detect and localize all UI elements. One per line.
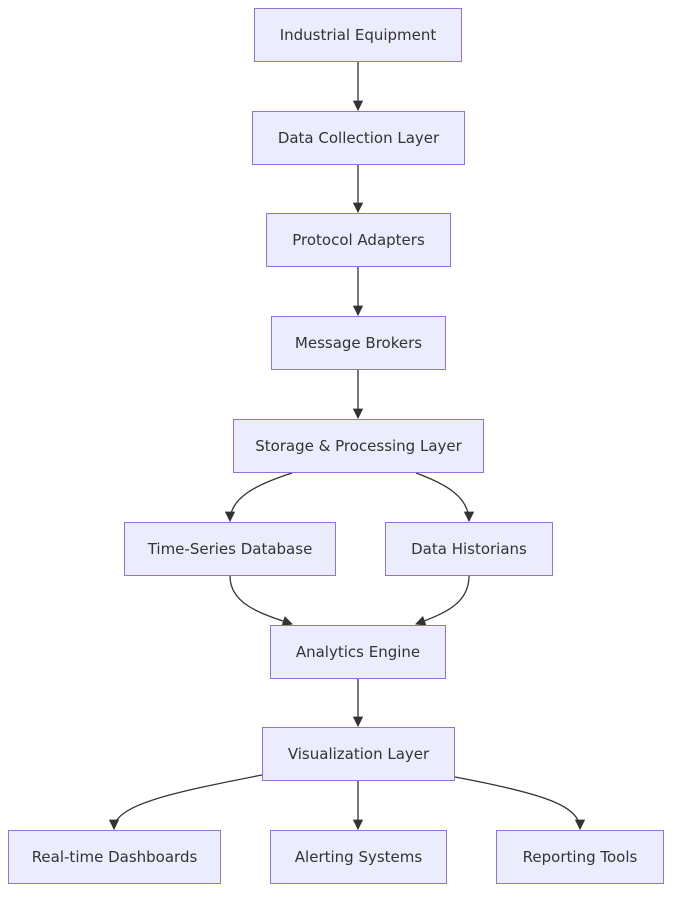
node-label: Storage & Processing Layer (255, 437, 462, 455)
node-time-series-database: Time-Series Database (124, 522, 336, 576)
node-storage-processing-layer: Storage & Processing Layer (233, 419, 484, 473)
node-industrial-equipment: Industrial Equipment (254, 8, 462, 62)
node-label: Analytics Engine (295, 643, 421, 661)
node-label: Reporting Tools (522, 848, 638, 866)
edge-time-series-to-analytics (229, 575, 293, 627)
edge-visualization-to-dashboards (108, 774, 263, 831)
node-data-collection-layer: Data Collection Layer (252, 111, 465, 165)
node-label: Data Historians (411, 540, 527, 558)
node-label: Visualization Layer (287, 745, 430, 763)
node-protocol-adapters: Protocol Adapters (266, 213, 451, 267)
node-label: Alerting Systems (294, 848, 423, 866)
node-message-brokers: Message Brokers (271, 316, 446, 370)
edge-storage-to-historians (415, 472, 475, 523)
node-data-historians: Data Historians (385, 522, 553, 576)
edge-storage-to-time-series (224, 472, 293, 523)
node-label: Protocol Adapters (292, 231, 425, 249)
node-label: Data Collection Layer (277, 129, 440, 147)
node-reporting-tools: Reporting Tools (496, 830, 664, 884)
node-visualization-layer: Visualization Layer (262, 727, 455, 781)
edge-historians-to-analytics (415, 575, 470, 626)
node-label: Industrial Equipment (279, 26, 437, 44)
node-alerting-systems: Alerting Systems (270, 830, 447, 884)
edge-visualization-to-reporting (454, 776, 586, 831)
node-label: Real-time Dashboards (31, 848, 198, 866)
node-label: Time-Series Database (147, 540, 313, 558)
node-analytics-engine: Analytics Engine (270, 625, 446, 679)
node-realtime-dashboards: Real-time Dashboards (8, 830, 221, 884)
node-label: Message Brokers (294, 334, 423, 352)
